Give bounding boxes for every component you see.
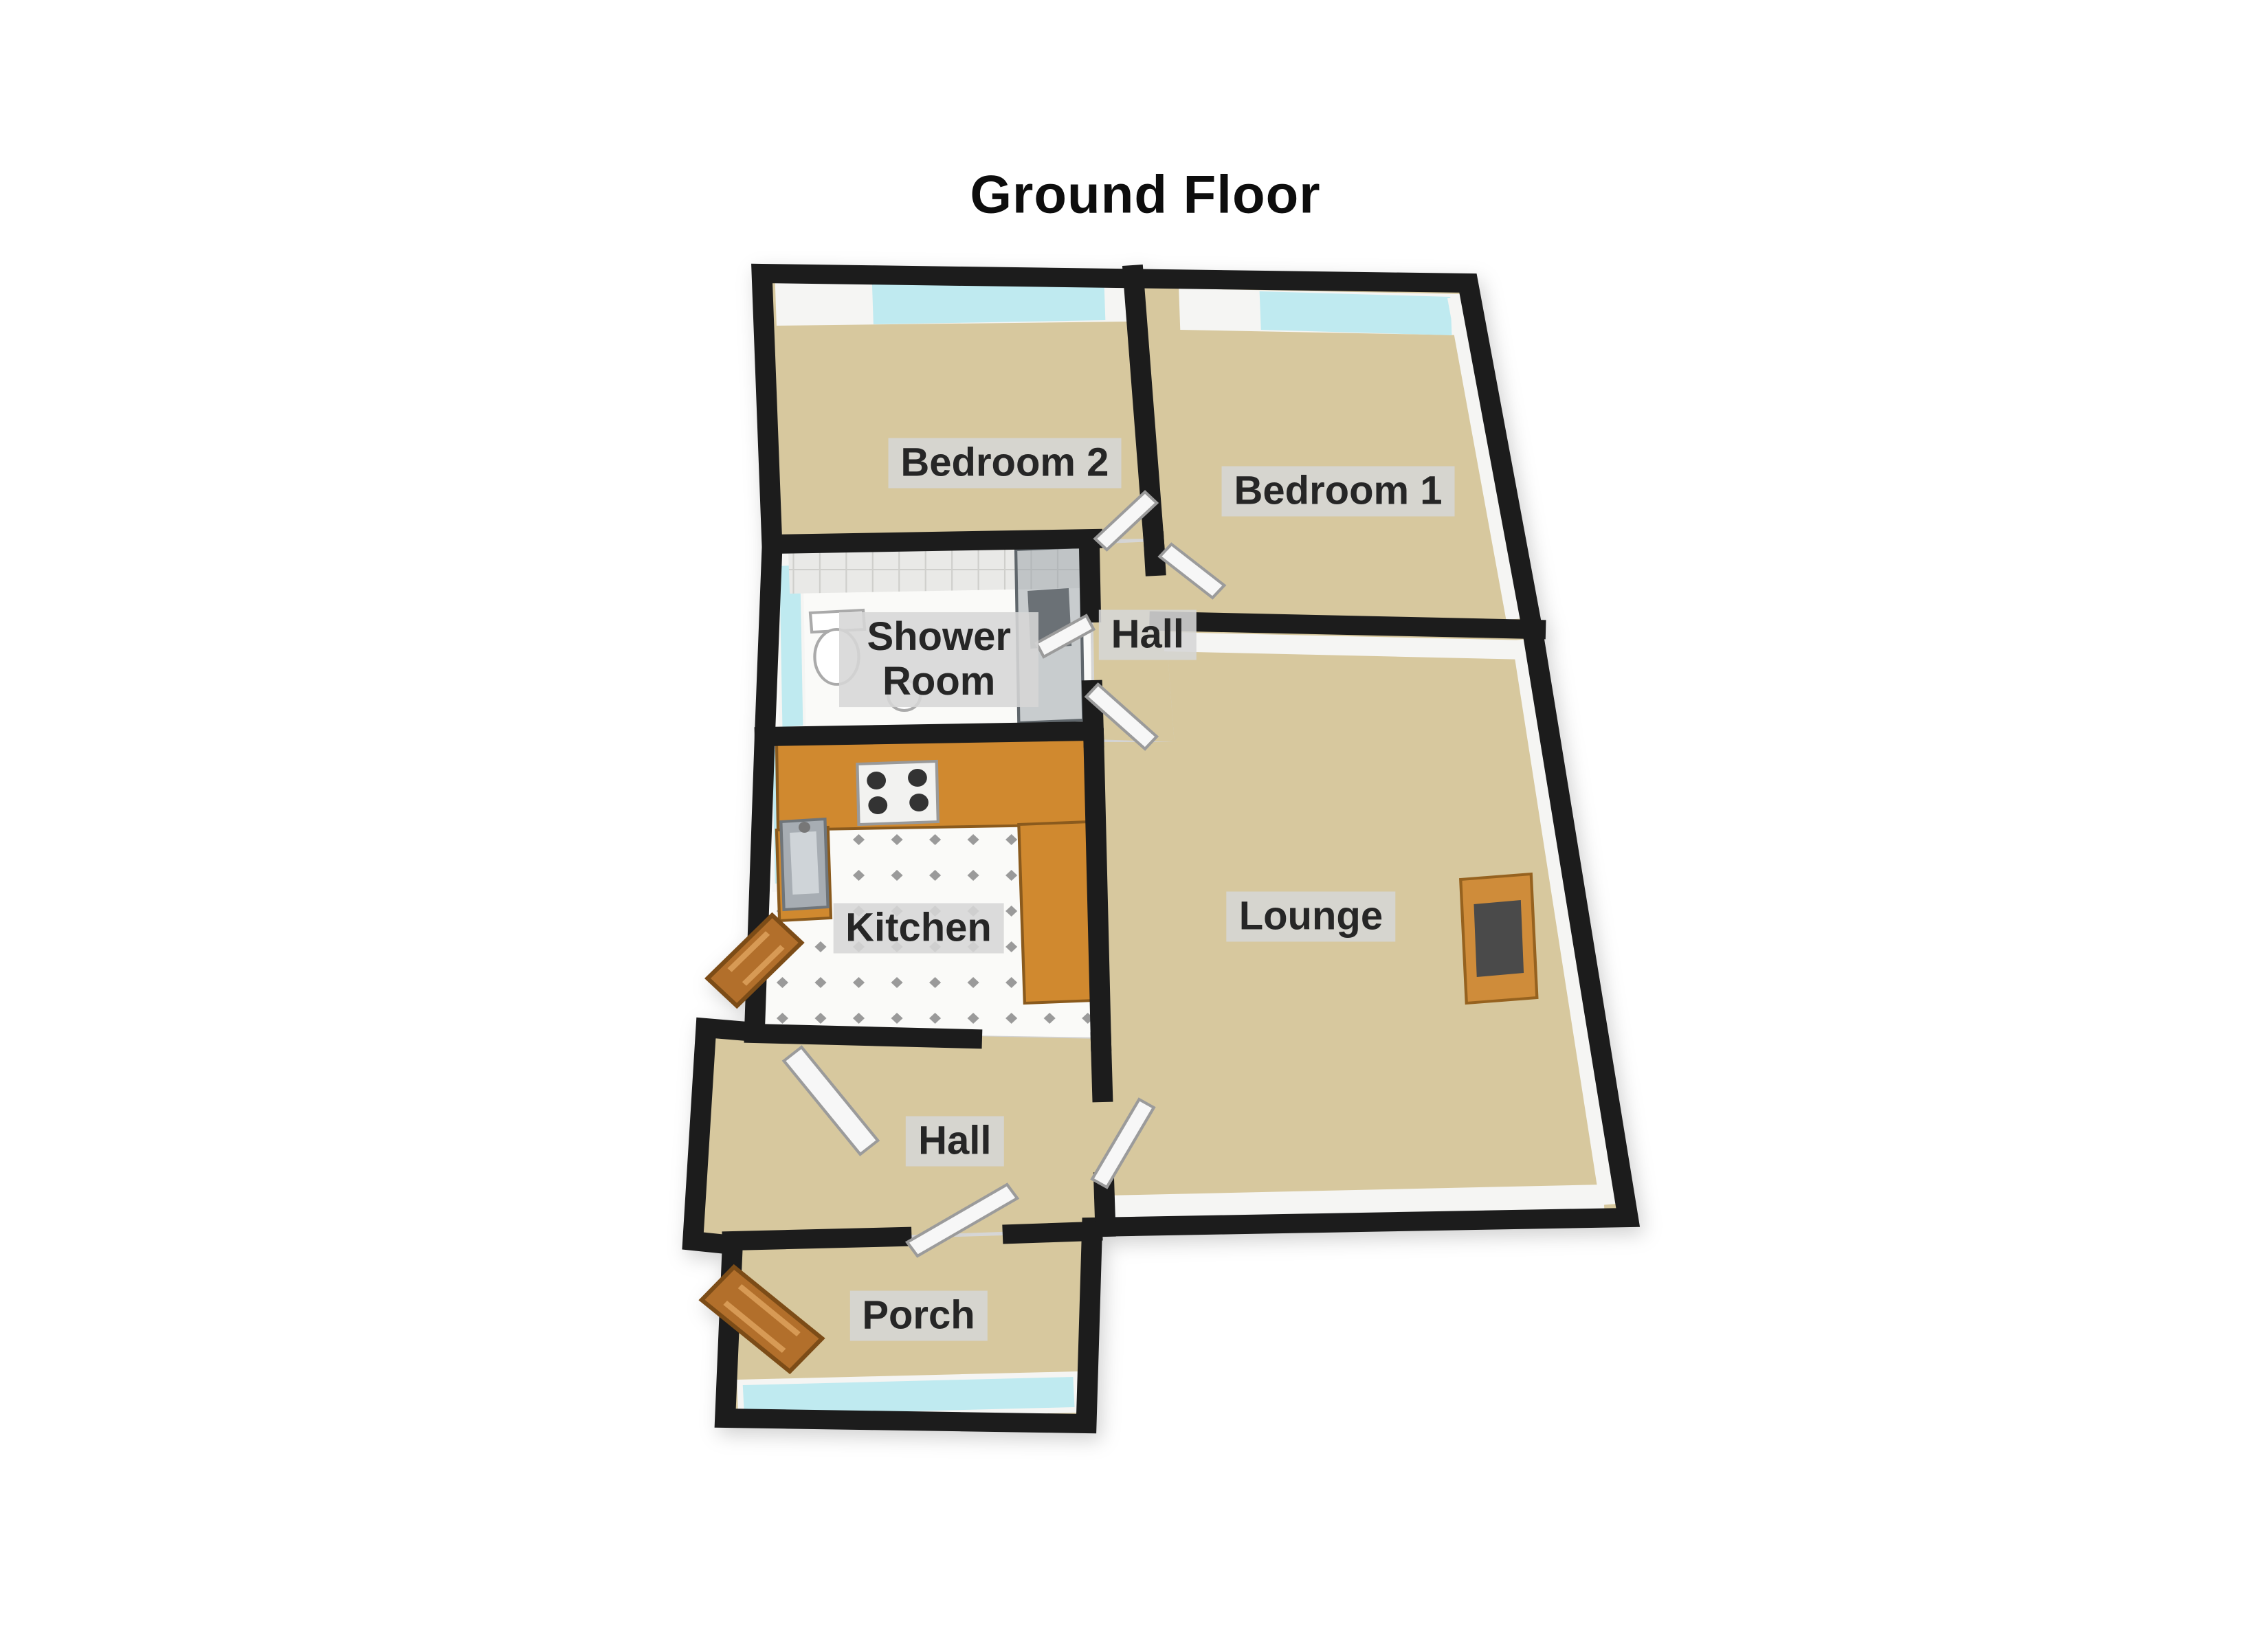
stove-burner	[908, 769, 927, 787]
door-bedroom2	[1093, 490, 1159, 552]
door-bedroom1	[1157, 542, 1227, 600]
room-label-shower-room: Shower Room	[839, 612, 1039, 707]
door-front-panel	[737, 1283, 801, 1337]
bedroom2-window	[871, 276, 1106, 324]
stove-burner	[867, 772, 887, 789]
outer-wall	[682, 263, 1641, 1434]
door-side-panel	[727, 931, 770, 972]
wall-hall-lounge-a	[1090, 1031, 1113, 1103]
door-hall-porch	[904, 1182, 1020, 1258]
stove-burner	[868, 796, 888, 814]
room-label-kitchen: Kitchen	[833, 903, 1004, 954]
bedroom1-right-wall-face	[1447, 297, 1524, 620]
room-label-lounge: Lounge	[1226, 891, 1396, 942]
hall-lower-floor	[696, 1031, 1104, 1241]
windows-group	[737, 276, 1618, 1421]
tv-screen	[1474, 900, 1524, 977]
wall-hall-lounge-b	[1093, 1171, 1116, 1237]
room-label-porch: Porch	[849, 1290, 988, 1341]
room-label-hall-upper: Hall	[1098, 609, 1197, 660]
door-shower-room	[1034, 614, 1096, 659]
door-front-entrance	[698, 1264, 825, 1375]
room-label-bedroom-1: Bedroom 1	[1221, 466, 1455, 517]
door-hall-lounge	[1090, 1097, 1156, 1189]
shower-room-window	[779, 565, 803, 727]
kitchen-stove	[856, 759, 940, 827]
wall-bed1-hall	[1143, 531, 1166, 576]
door-side-panel	[742, 945, 785, 986]
lounge-right-wall-face	[1512, 639, 1618, 1205]
room-label-hall-lower: Hall	[906, 1116, 1004, 1167]
porch-window	[742, 1377, 1075, 1415]
wall-kitchen-lounge	[1082, 728, 1112, 1052]
wall-shower-kitchen	[754, 721, 1103, 747]
kitchen-sink-basin	[790, 831, 819, 895]
walls-group	[682, 263, 1641, 1434]
doors-group	[698, 490, 1227, 1375]
wall-kitchen-hall	[744, 1023, 983, 1049]
bedroom1-window	[1259, 291, 1452, 335]
door-lounge-upper	[1084, 682, 1159, 751]
kitchen-counter-right	[1017, 820, 1097, 1005]
stove-burner	[909, 794, 929, 811]
wall-hall-porch-b	[1002, 1221, 1103, 1244]
wall-bed2-shower	[761, 528, 1103, 554]
door-hall-lower	[781, 1045, 880, 1156]
bedroom1-floor	[1136, 279, 1533, 629]
page-title: Ground Floor	[970, 164, 1321, 225]
shower-tiled-wall	[788, 547, 1081, 594]
wall-shower-hall-a	[1078, 531, 1102, 623]
room-label-bedroom-2: Bedroom 2	[888, 438, 1122, 489]
wall-bed1-lounge	[1149, 611, 1546, 640]
wall-hall-porch-a	[722, 1226, 912, 1251]
lounge-top-wall-face	[1164, 632, 1530, 660]
door-side-entrance	[704, 912, 805, 1009]
door-front-panel	[723, 1300, 786, 1354]
kitchen-faucet	[798, 822, 811, 833]
